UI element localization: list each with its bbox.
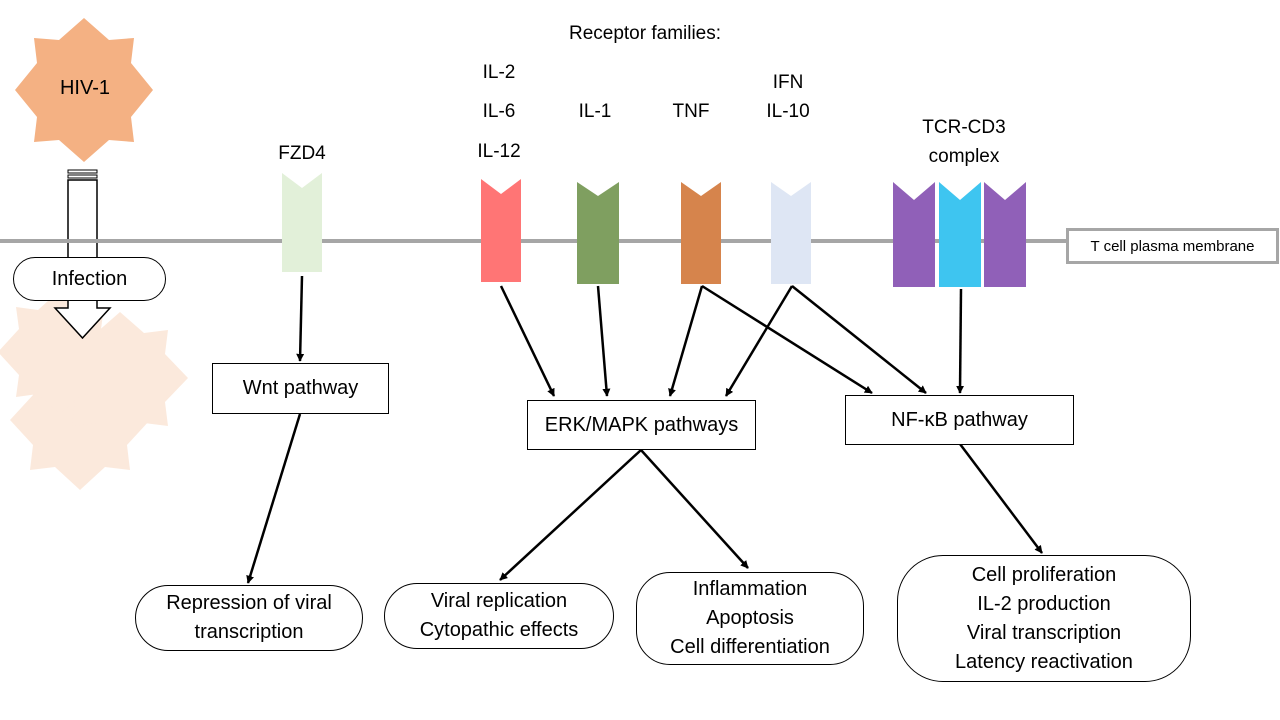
hiv-label: HIV-1: [59, 77, 111, 99]
label-tcr: TCR-CD3: [922, 117, 1006, 138]
outcome-text: Latency reactivation: [955, 650, 1133, 673]
tnf-receptor: [681, 182, 721, 284]
arrow-tnf-nfkb: [701, 284, 873, 395]
outcome-text: Viral replication: [430, 590, 568, 612]
il1-receptor: [577, 182, 619, 284]
nfkb-pathway-box: NF-κB pathway: [845, 395, 1074, 445]
label-il2: IL-2: [482, 62, 516, 83]
tcr-purple-right: [984, 182, 1026, 287]
arrow-fzd4-wnt: [296, 275, 305, 362]
outcome-text: Viral transcription: [966, 621, 1122, 644]
ifn-receptor: [771, 182, 811, 284]
arrow-tcr-nfkb: [956, 288, 965, 394]
outcome-cell-proliferation: Cell proliferation IL-2 production Viral…: [897, 555, 1191, 682]
hiv-virus-star: [15, 18, 153, 162]
arrow-ifn-nfkb: [791, 285, 927, 394]
arrow-il1-erk: [596, 285, 611, 397]
outcome-text: Cytopathic effects: [419, 619, 579, 641]
faded-virus-star: [52, 312, 188, 444]
outcome-text: Cell proliferation: [971, 563, 1117, 586]
outcome-text: Repression of viral: [166, 592, 332, 614]
label-il12: IL-12: [477, 141, 521, 162]
membrane-label: T cell plasma membrane: [1066, 228, 1279, 264]
erk-mapk-pathway-box: ERK/MAPK pathways: [527, 400, 756, 450]
outcome-viral-replication: Viral replication Cytopathic effects: [384, 583, 614, 649]
label-il1: IL-1: [578, 101, 612, 122]
label-fzd4: FZD4: [278, 143, 326, 164]
infection-arrow: [53, 169, 112, 340]
outcome-text: Inflammation: [692, 578, 808, 600]
outcome-repression: Repression of viral transcription: [135, 585, 363, 651]
outcome-text: Cell differentiation: [670, 636, 830, 658]
label-tnf: TNF: [672, 101, 710, 122]
label-ifn: IFN: [772, 72, 804, 93]
fzd4-receptor: [282, 173, 322, 272]
arrow-wnt-repression: [246, 413, 302, 584]
tcr-blue-center: [939, 182, 981, 287]
arrow-nfkb-proliferation: [959, 443, 1043, 554]
arrow-ifn-erk: [724, 285, 794, 397]
arrow-erk-inflammation: [640, 449, 749, 569]
receptor-families-title: Receptor families:: [568, 23, 722, 44]
arrow-il-erk: [499, 285, 556, 397]
outcome-text: transcription: [194, 621, 304, 643]
il-receptor: [481, 179, 521, 282]
faded-virus-star: [10, 350, 150, 490]
infection-label: Infection: [13, 257, 166, 301]
outcome-inflammation: Inflammation Apoptosis Cell differentiat…: [636, 572, 864, 665]
wnt-pathway-box: Wnt pathway: [212, 363, 389, 414]
pathway-arrows: [246, 275, 1043, 584]
label-il10: IL-10: [766, 101, 810, 122]
arrow-tnf-erk: [668, 285, 704, 397]
label-tcr-complex: complex: [928, 146, 1000, 167]
arrow-erk-viral: [499, 449, 642, 581]
outcome-text: IL-2 production: [977, 592, 1111, 615]
outcome-text: Apoptosis: [706, 607, 794, 629]
label-il6: IL-6: [482, 101, 516, 122]
tcr-purple-left: [893, 182, 935, 287]
